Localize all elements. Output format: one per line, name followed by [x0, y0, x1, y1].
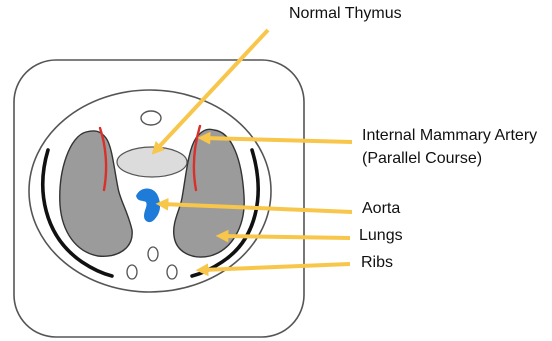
- label-internal-mammary-artery-line1: Internal Mammary Artery: [362, 124, 537, 147]
- arrow-lungs: [222, 236, 350, 238]
- sternum: [141, 111, 161, 125]
- label-internal-mammary-artery: Internal Mammary Artery (Parallel Course…: [362, 124, 537, 170]
- label-normal-thymus: Normal Thymus: [289, 4, 402, 24]
- spine-circle-top: [148, 247, 158, 261]
- spine-circle-right: [167, 265, 177, 279]
- spine-circle-left: [127, 265, 137, 279]
- label-aorta: Aorta: [362, 199, 400, 219]
- label-lungs: Lungs: [359, 226, 403, 246]
- thymus: [117, 147, 187, 177]
- label-internal-mammary-artery-line2: (Parallel Course): [362, 147, 537, 170]
- label-ribs: Ribs: [361, 253, 393, 273]
